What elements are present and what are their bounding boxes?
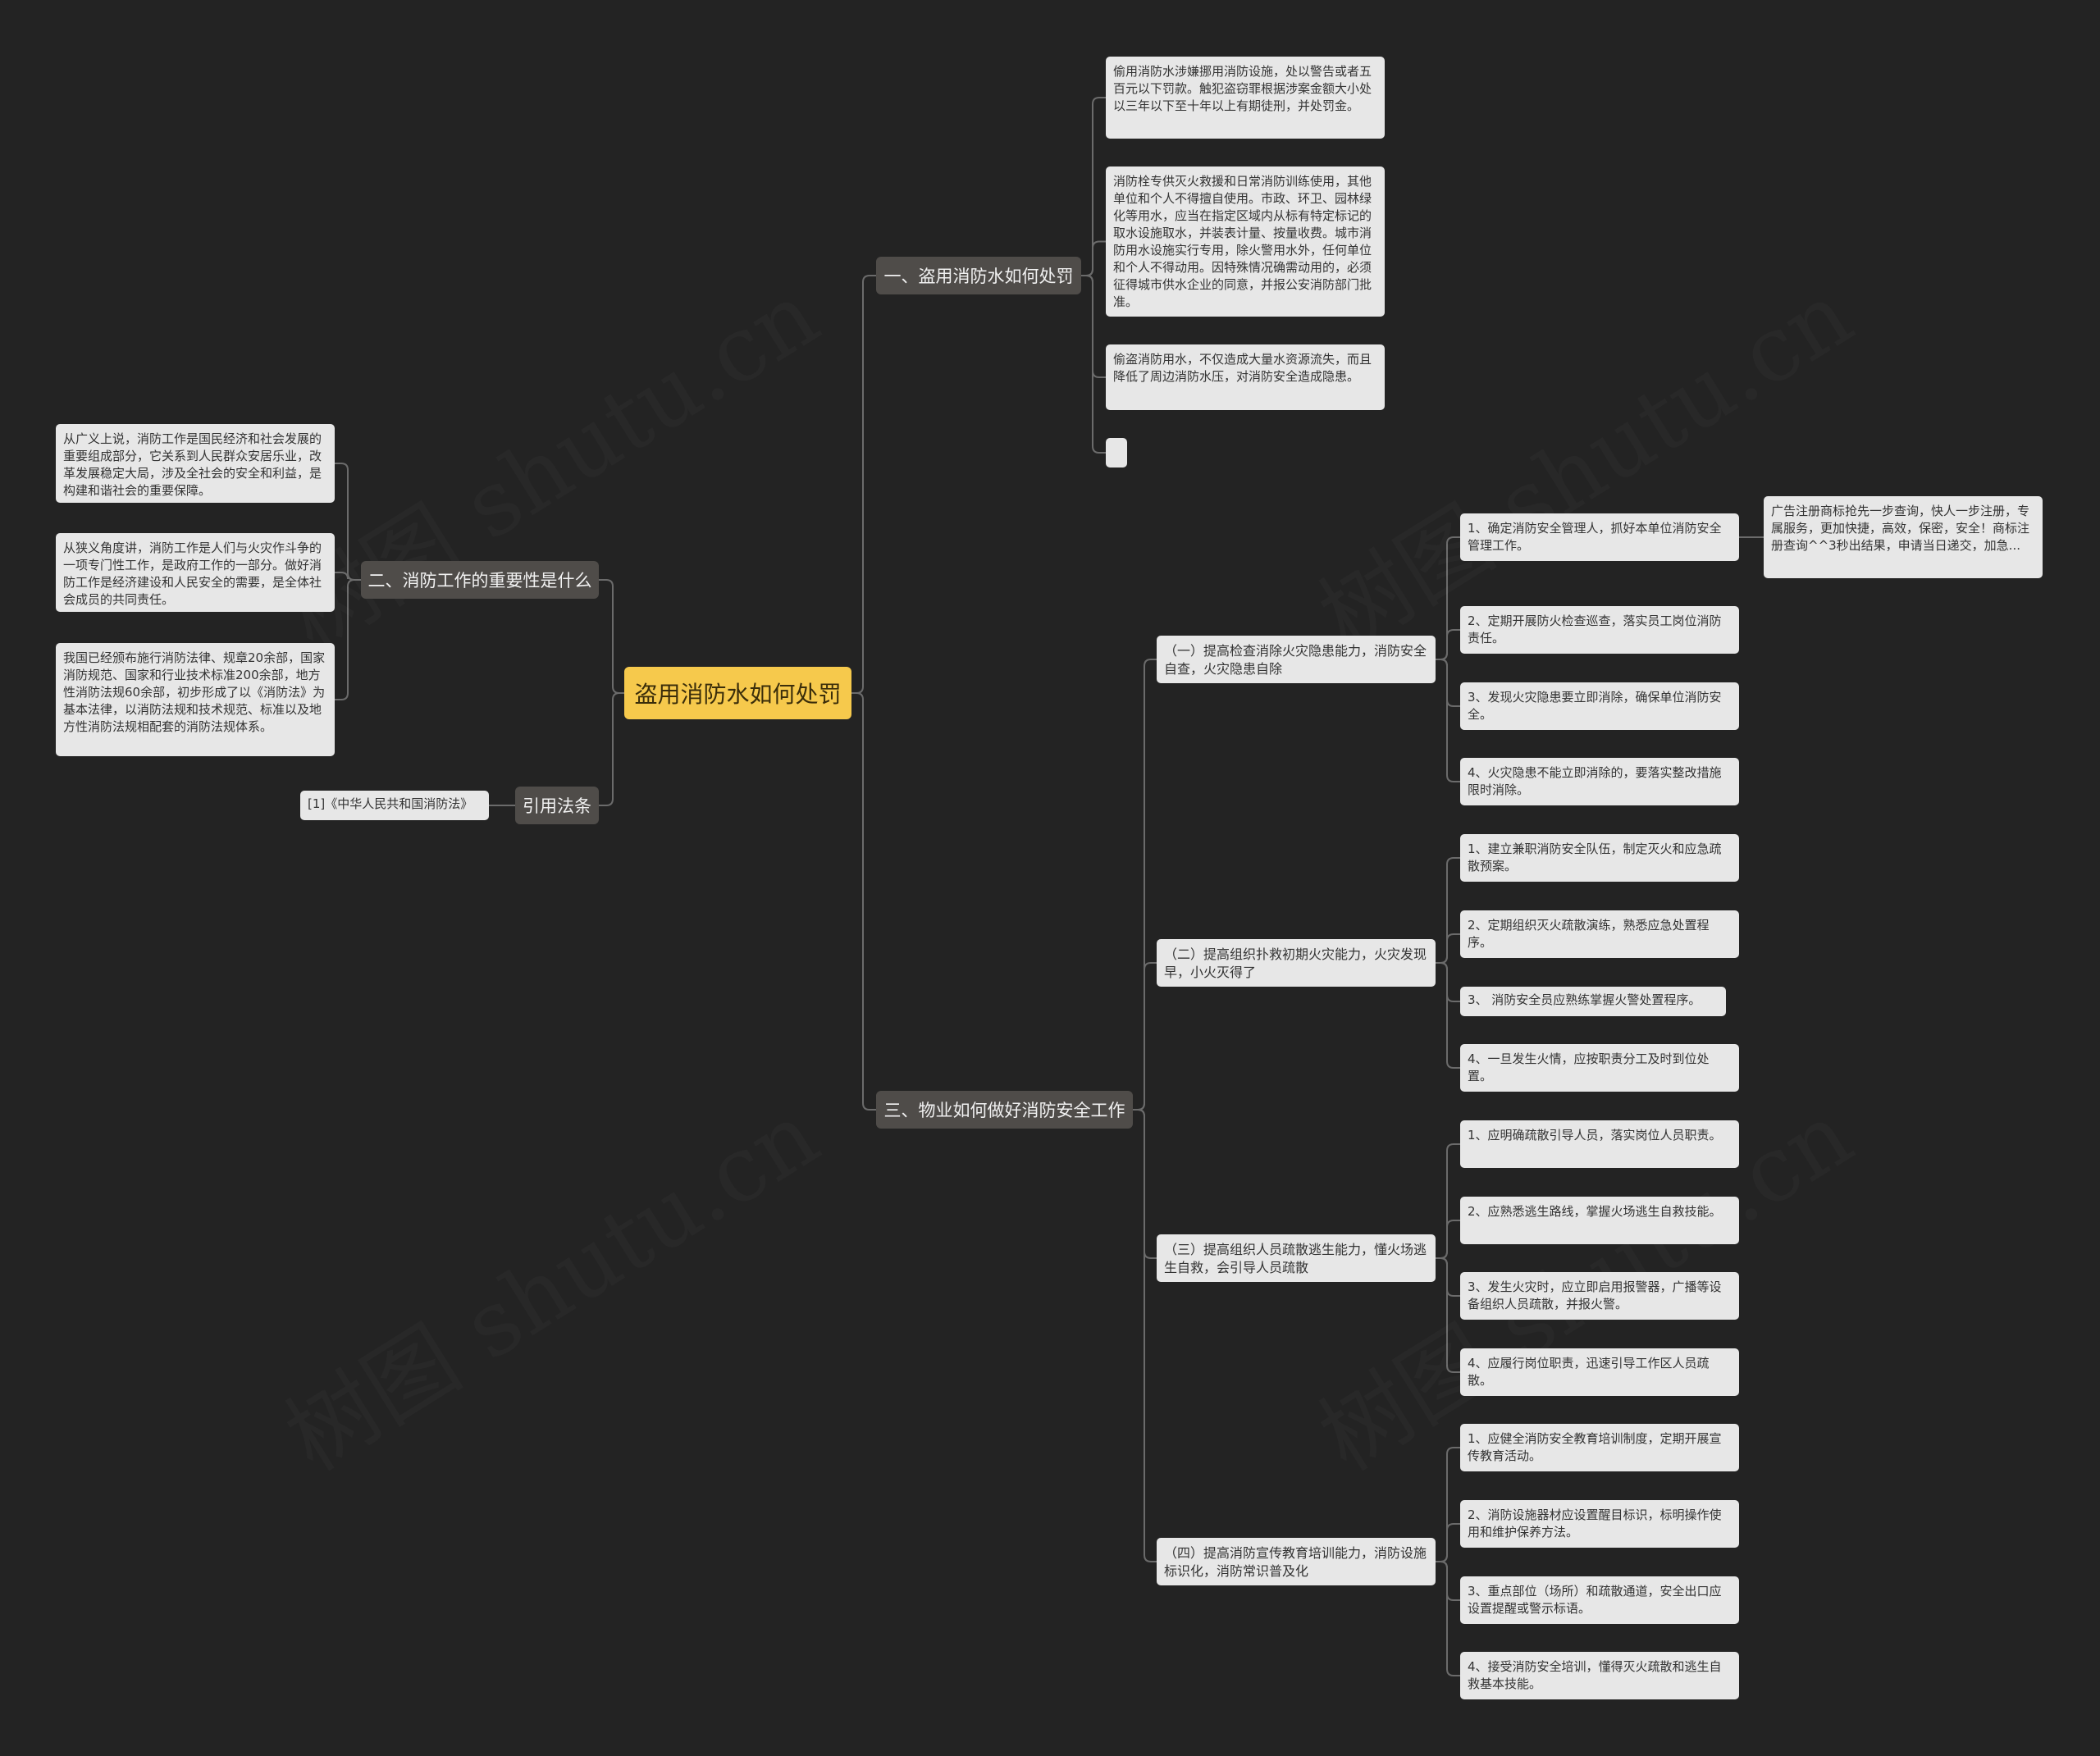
root-topic[interactable]: 盗用消防水如何处罚 bbox=[624, 667, 851, 719]
group1-edge-2 bbox=[1436, 629, 1460, 660]
group2-edge-2 bbox=[1436, 933, 1460, 964]
citation-ref[interactable]: [1]《中华人民共和国消防法》 bbox=[300, 791, 489, 820]
group2-item-2[interactable]: 2、定期组织灭火疏散演练，熟悉应急处置程序。 bbox=[1460, 910, 1739, 958]
branch-property[interactable]: 三、物业如何做好消防安全工作 bbox=[876, 1091, 1133, 1129]
group4-item-4[interactable]: 4、接受消防安全培训，懂得灭火疏散和逃生自救基本技能。 bbox=[1460, 1652, 1739, 1699]
property-group-2[interactable]: （二）提高组织扑救初期火灾能力，火灾发现早，小火灭得了 bbox=[1157, 939, 1436, 987]
group1-item-2[interactable]: 2、定期开展防火检查巡查，落实员工岗位消防责任。 bbox=[1460, 606, 1739, 654]
group3-item-4[interactable]: 4、应履行岗位职责，迅速引导工作区人员疏散。 bbox=[1460, 1348, 1739, 1396]
importance-edge-1 bbox=[335, 463, 361, 581]
importance-note-3[interactable]: 我国已经颁布施行消防法律、规章20余部，国家消防规范、国家和行业技术标准200余… bbox=[56, 643, 335, 756]
group4-item-2[interactable]: 2、消防设施器材应设置醒目标识，标明操作使用和维护保养方法。 bbox=[1460, 1500, 1739, 1548]
property-edge-2 bbox=[1133, 962, 1157, 1111]
root-left-edge-1 bbox=[599, 579, 624, 694]
group4-edge-2 bbox=[1436, 1523, 1460, 1562]
group2-item-1[interactable]: 1、建立兼职消防安全队伍，制定灭火和应急疏散预案。 bbox=[1460, 834, 1739, 882]
group3-edge-2 bbox=[1436, 1220, 1460, 1259]
group2-item-3[interactable]: 3、 消防安全员应熟练掌握火警处置程序。 bbox=[1460, 987, 1726, 1016]
group2-item-4[interactable]: 4、一旦发生火情，应按职责分工及时到位处置。 bbox=[1460, 1044, 1739, 1092]
root-right-edge-2 bbox=[851, 692, 876, 1111]
importance-note-1[interactable]: 从广义上说，消防工作是国民经济和社会发展的重要组成部分，它关系到人民群众安居乐业… bbox=[56, 424, 335, 503]
root-left-edge-2 bbox=[599, 692, 624, 806]
penalty-edge-2 bbox=[1081, 240, 1106, 276]
property-group-1[interactable]: （一）提高检查消除火灾隐患能力，消防安全自查，火灾隐患自除 bbox=[1157, 636, 1436, 683]
branch-citation[interactable]: 引用法条 bbox=[515, 787, 599, 824]
importance-edge-3 bbox=[335, 579, 361, 700]
group1-item-3[interactable]: 3、发现火灾隐患要立即消除，确保单位消防安全。 bbox=[1460, 682, 1739, 730]
importance-note-2[interactable]: 从狭义角度讲，消防工作是人们与火灾作斗争的一项专门性工作，是政府工作的一部分。做… bbox=[56, 533, 335, 612]
group1-item-4[interactable]: 4、火灾隐患不能立即消除的，要落实整改措施限时消除。 bbox=[1460, 758, 1739, 805]
penalty-note-2[interactable]: 消防栓专供灭火救援和日常消防训练使用，其他单位和个人不得擅自使用。市政、环卫、园… bbox=[1106, 166, 1385, 317]
group3-edge-4 bbox=[1436, 1257, 1460, 1373]
group3-item-2[interactable]: 2、应熟悉逃生路线，掌握火场逃生自救技能。 bbox=[1460, 1197, 1739, 1244]
root-right-edge-1 bbox=[851, 275, 876, 694]
group4-edge-4 bbox=[1436, 1561, 1460, 1676]
group4-item-1[interactable]: 1、应健全消防安全教育培训制度，定期开展宣传教育活动。 bbox=[1460, 1424, 1739, 1471]
penalty-edge-4 bbox=[1081, 275, 1106, 454]
group1-item-1[interactable]: 1、确定消防安全管理人，抓好本单位消防安全管理工作。 bbox=[1460, 513, 1739, 561]
property-group-4[interactable]: （四）提高消防宣传教育培训能力，消防设施标识化，消防常识普及化 bbox=[1157, 1538, 1436, 1585]
group1-edge-4 bbox=[1436, 659, 1460, 782]
ad-note[interactable]: 广告注册商标抢先一步查询，快人一步注册，专属服务，更加快捷，高效，保密，安全！商… bbox=[1764, 496, 2043, 578]
penalty-note-empty[interactable] bbox=[1106, 438, 1127, 468]
group2-edge-4 bbox=[1436, 962, 1460, 1069]
importance-edge-2 bbox=[335, 572, 361, 581]
group3-item-1[interactable]: 1、应明确疏散引导人员，落实岗位人员职责。 bbox=[1460, 1120, 1739, 1168]
property-edge-4 bbox=[1133, 1109, 1157, 1562]
penalty-note-3[interactable]: 偷盗消防用水，不仅造成大量水资源流失，而且降低了周边消防水压，对消防安全造成隐患… bbox=[1106, 344, 1385, 410]
group3-item-3[interactable]: 3、发生火灾时，应立即启用报警器，广播等设备组织人员疏散，并报火警。 bbox=[1460, 1272, 1739, 1320]
penalty-note-1[interactable]: 偷用消防水涉嫌挪用消防设施，处以警告或者五百元以下罚款。触犯盗窃罪根据涉案金额大… bbox=[1106, 57, 1385, 139]
branch-importance[interactable]: 二、消防工作的重要性是什么 bbox=[361, 561, 599, 599]
property-group-3[interactable]: （三）提高组织人员疏散逃生能力，懂火场逃生自救，会引导人员疏散 bbox=[1157, 1234, 1436, 1282]
group4-item-3[interactable]: 3、重点部位（场所）和疏散通道，安全出口应设置提醒或警示标语。 bbox=[1460, 1576, 1739, 1624]
branch-penalty[interactable]: 一、盗用消防水如何处罚 bbox=[876, 257, 1081, 294]
